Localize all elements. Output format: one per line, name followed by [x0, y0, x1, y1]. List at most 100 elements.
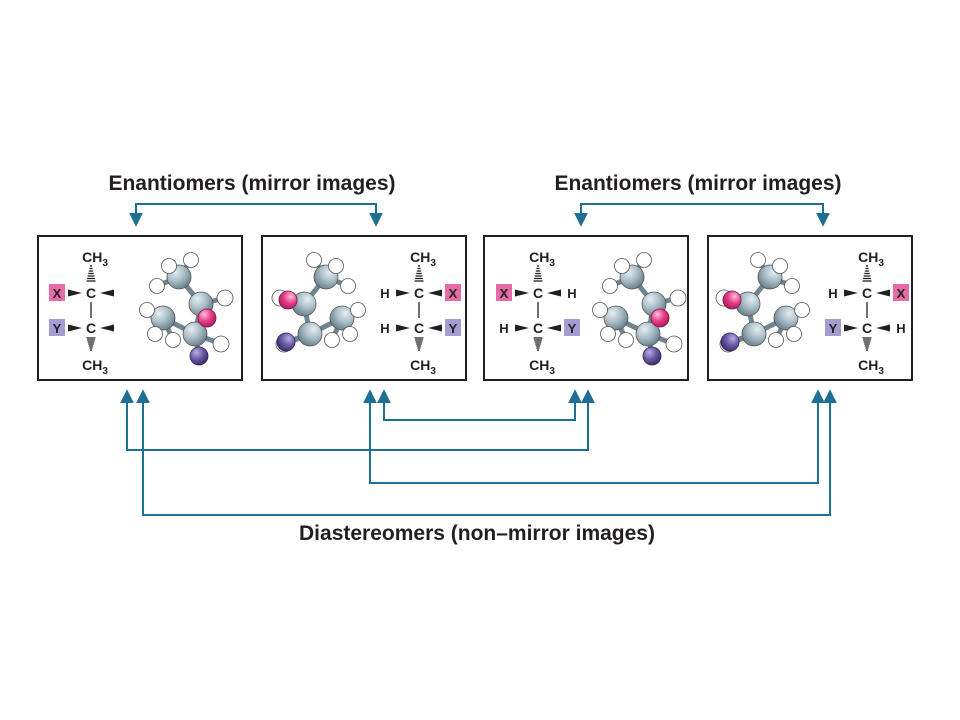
wedge-lower-left	[515, 324, 529, 332]
diastereomers-caption: Diastereomers (non–mirror images)	[299, 522, 655, 545]
diastereomer-arrow-2-4	[363, 389, 825, 484]
hydrogen-atom	[618, 332, 634, 348]
ball-and-stick-model-2	[271, 252, 366, 353]
y-substituent-atom	[276, 332, 296, 352]
carbon-upper-label: C	[86, 285, 96, 301]
hashed-bond-top	[862, 265, 872, 282]
hydrogen-atom	[772, 258, 788, 274]
carbon-upper-label: C	[414, 285, 424, 301]
carbon-upper-label: C	[862, 285, 872, 301]
lower-left-substituent-box	[49, 319, 65, 336]
y-substituent-atom	[642, 346, 662, 366]
upper-right-substituent-box	[445, 284, 461, 301]
carbon-lower-label: C	[86, 320, 96, 336]
hydrogen-atom	[636, 252, 652, 268]
wedge-upper-left	[515, 289, 529, 297]
methyl-carbon-bottom-atom	[773, 305, 799, 331]
ball-and-stick-model-3	[592, 252, 687, 366]
hydrogen-atom	[139, 302, 155, 318]
diastereomer-arrow-1-3	[120, 389, 595, 451]
lower-right-substituent-box	[445, 319, 461, 336]
lower-left-substituent: H	[380, 321, 389, 336]
y-substituent-atom	[189, 346, 209, 366]
methyl-top-label: CH3	[82, 249, 108, 269]
x-substituent-atom	[722, 290, 742, 310]
wedge-upper-left	[68, 289, 82, 297]
carbon-lower-label: C	[862, 320, 872, 336]
upper-right-substituent: X	[897, 286, 906, 301]
hydrogen-atom	[784, 278, 800, 294]
wedge-lower-left	[396, 324, 410, 332]
upper-left-substituent: H	[380, 286, 389, 301]
carbon-upper-label: C	[533, 285, 543, 301]
hydrogen-atom	[324, 332, 340, 348]
hydrogen-atom	[147, 326, 163, 342]
hydrogen-atom	[342, 326, 358, 342]
upper-left-substituent: X	[53, 286, 62, 301]
hydrogen-atom	[794, 302, 810, 318]
enantiomers-right-caption: Enantiomers (mirror images)	[554, 172, 842, 195]
wedge-upper-right	[100, 289, 114, 297]
hydrogen-atom	[350, 302, 366, 318]
lower-left-substituent: H	[499, 321, 508, 336]
enantiomers-left-caption: Enantiomers (mirror images)	[108, 172, 396, 195]
methyl-top-label: CH3	[410, 249, 436, 269]
chiral-carbon-lower-atom	[297, 321, 323, 347]
enantiomer-arrow-right	[574, 203, 830, 227]
hashed-bond-bottom	[862, 337, 872, 351]
lower-right-substituent-box	[564, 319, 580, 336]
hashed-bond-bottom	[86, 337, 96, 351]
methyl-bottom-label: CH3	[529, 357, 555, 377]
hydrogen-atom	[165, 332, 181, 348]
wedge-lower-left	[844, 324, 858, 332]
hydrogen-atom	[786, 326, 802, 342]
wedge-upper-right	[547, 289, 561, 297]
methyl-bottom-label: CH3	[858, 357, 884, 377]
lower-right-substituent: Y	[449, 321, 458, 336]
hydrogen-atom	[161, 258, 177, 274]
wedge-lower-right	[876, 324, 890, 332]
lower-right-substituent: H	[896, 321, 905, 336]
hydrogen-atom	[768, 332, 784, 348]
upper-right-substituent: X	[449, 286, 458, 301]
upper-left-substituent: H	[828, 286, 837, 301]
lower-left-substituent: Y	[829, 321, 838, 336]
hydrogen-atom	[750, 252, 766, 268]
methyl-bottom-label: CH3	[82, 357, 108, 377]
hydrogen-atom	[340, 278, 356, 294]
wedge-lower-right	[100, 324, 114, 332]
hydrogen-atom	[665, 335, 683, 353]
hashed-bond-top	[533, 265, 543, 282]
x-substituent-atom	[650, 308, 670, 328]
upper-left-substituent: X	[500, 286, 509, 301]
wedge-upper-left	[844, 289, 858, 297]
upper-right-substituent: H	[567, 286, 576, 301]
carbon-lower-label: C	[414, 320, 424, 336]
hydrogen-atom	[592, 302, 608, 318]
carbon-lower-label: C	[533, 320, 543, 336]
hydrogen-atom	[614, 258, 630, 274]
methyl-bottom-label: CH3	[410, 357, 436, 377]
hydrogen-atom	[212, 335, 230, 353]
methyl-top-label: CH3	[858, 249, 884, 269]
methyl-carbon-bottom-atom	[150, 305, 176, 331]
hydrogen-atom	[216, 289, 234, 307]
wedge-upper-left	[396, 289, 410, 297]
methyl-carbon-bottom-atom	[329, 305, 355, 331]
wedge-upper-right	[876, 289, 890, 297]
lower-left-substituent: Y	[53, 321, 62, 336]
wedge-lower-right	[547, 324, 561, 332]
upper-left-substituent-box	[496, 284, 512, 301]
lower-right-substituent: Y	[568, 321, 577, 336]
upper-right-substituent-box	[893, 284, 909, 301]
wedge-upper-right	[428, 289, 442, 297]
ball-and-stick-model-1	[139, 252, 234, 366]
hydrogen-atom	[306, 252, 322, 268]
diastereomer-arrow-2-3	[377, 389, 582, 421]
chiral-carbon-lower-atom	[741, 321, 767, 347]
chiral-carbon-lower-atom	[635, 321, 661, 347]
y-substituent-atom	[720, 332, 740, 352]
